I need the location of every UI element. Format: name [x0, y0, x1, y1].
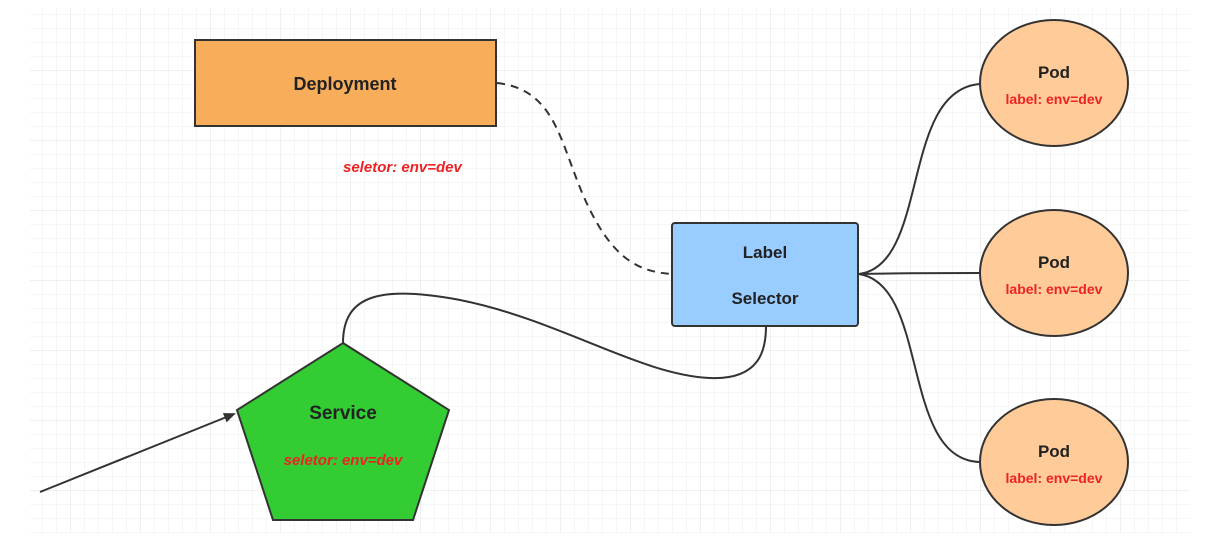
service-selector-label: seletor: env=dev [284, 452, 404, 469]
edge-selector-to-pod-1 [858, 83, 981, 275]
pod-label-3: label: env=dev [1006, 470, 1103, 486]
incoming-arrow [39, 413, 236, 493]
pod-node-1[interactable]: Pod label: env=dev [979, 19, 1129, 147]
label-selector-node[interactable]: Label Selector [671, 222, 859, 327]
pod-title-3: Pod [1038, 442, 1070, 461]
service-node[interactable]: Service seletor: env=dev [235, 341, 451, 521]
deployment-box [194, 39, 497, 127]
pod-title-1: Pod [1038, 63, 1070, 82]
deployment-selector-label: seletor: env=dev [343, 159, 463, 176]
service-pentagon [235, 341, 451, 521]
pod-node-3[interactable]: Pod label: env=dev [979, 398, 1129, 526]
pod-circle-1 [979, 19, 1129, 147]
deployment-node[interactable]: Deployment [194, 39, 497, 127]
service-title: Service [309, 403, 377, 424]
pod-label-2: label: env=dev [1006, 281, 1103, 297]
label-selector-line2: Selector [731, 289, 798, 308]
edge-deployment-to-selector [496, 82, 673, 275]
edge-selector-to-pod-2 [858, 272, 981, 275]
edge-service-to-selector [342, 292, 767, 380]
pod-circle-2 [979, 209, 1129, 337]
deployment-title: Deployment [293, 74, 396, 94]
pod-label-1: label: env=dev [1006, 91, 1103, 107]
pod-node-2[interactable]: Pod label: env=dev [979, 209, 1129, 337]
label-selector-line1: Label [743, 243, 787, 262]
pod-circle-3 [979, 398, 1129, 526]
edge-selector-to-pod-3 [858, 273, 981, 463]
pod-title-2: Pod [1038, 253, 1070, 272]
label-selector-box [671, 222, 859, 327]
